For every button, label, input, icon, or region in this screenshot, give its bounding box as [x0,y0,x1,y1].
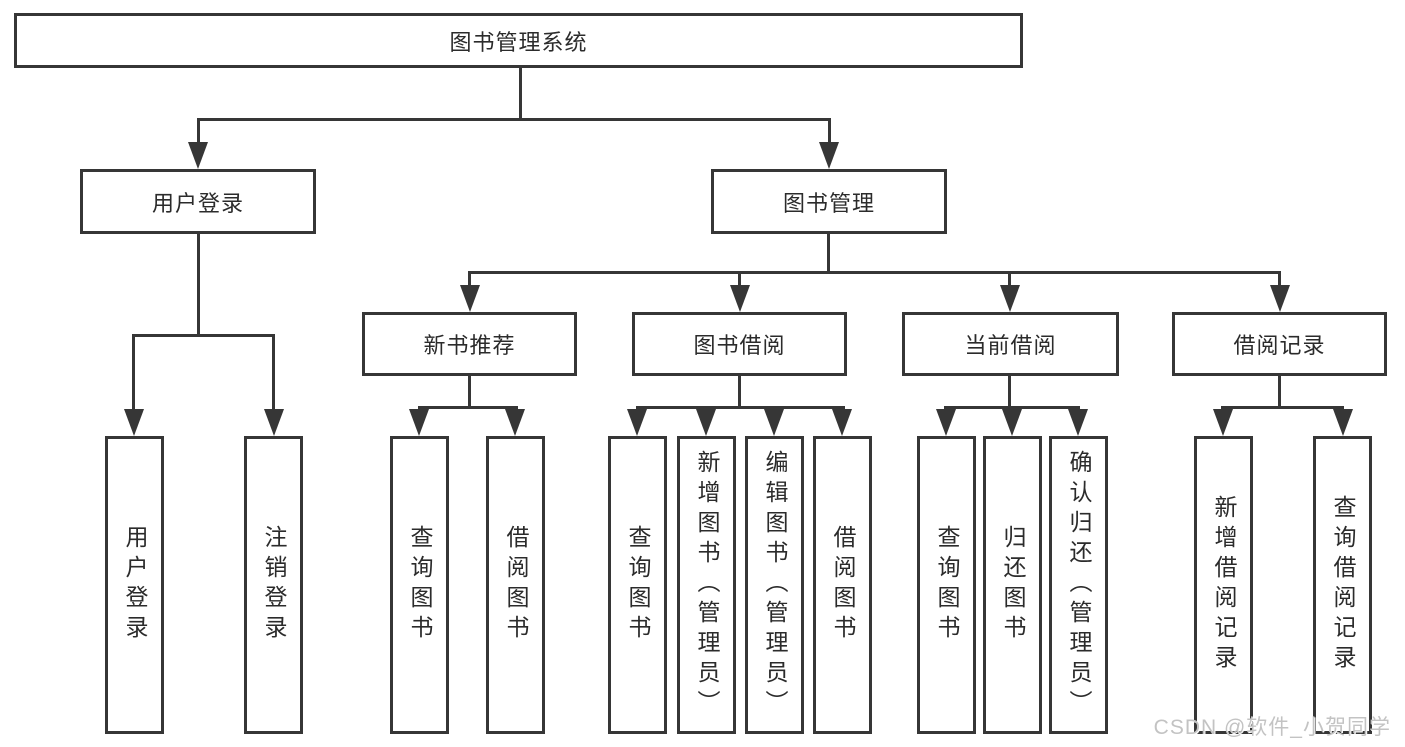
line [468,271,1281,274]
arrow-down-icon [409,409,429,436]
line [272,334,275,410]
leaf-query-books-current: 查询图书 [917,436,976,734]
arrow-down-icon [819,142,839,169]
leaf-logout: 注销登录 [244,436,303,734]
node-book-borrow-label: 图书借阅 [693,333,786,358]
line [827,234,830,274]
line [636,406,845,409]
node-user-login-label: 用户登录 [151,190,244,216]
line [197,118,831,121]
node-book-management-label: 图书管理 [782,190,875,216]
leaf-add-book-admin-label: 新增图书（管理员） [694,450,720,720]
line [1008,271,1011,289]
line [132,334,135,410]
arrow-down-icon [832,409,852,436]
leaf-borrow-books-recommend-label: 借阅图书 [503,525,529,645]
arrow-down-icon [460,285,480,312]
leaf-query-books-recommend-label: 查询图书 [407,525,433,645]
line [1278,271,1281,289]
leaf-user-login-label: 用户登录 [122,525,148,645]
node-new-book-recommend: 新书推荐 [362,312,577,376]
arrow-down-icon [1333,409,1353,436]
arrow-down-icon [1000,285,1020,312]
leaf-query-books-recommend: 查询图书 [390,436,449,734]
arrow-down-icon [505,409,525,436]
leaf-query-books-current-label: 查询图书 [934,525,960,645]
line [519,66,522,120]
arrow-down-icon [764,409,784,436]
leaf-user-login: 用户登录 [105,436,164,734]
line [468,271,471,289]
watermark: CSDN @软件_小贺同学 [1153,716,1391,739]
leaf-confirm-return-admin: 确认归还（管理员） [1049,436,1108,734]
arrow-down-icon [188,142,208,169]
arrow-down-icon [696,409,716,436]
leaf-borrow-books-label: 借阅图书 [830,525,856,645]
node-book-borrow: 图书借阅 [632,312,847,376]
arrow-down-icon [1068,409,1088,436]
node-borrow-records-label: 借阅记录 [1233,333,1326,358]
node-root-label: 图书管理系统 [449,29,588,55]
node-root: 图书管理系统 [14,13,1023,68]
line [197,234,200,337]
arrow-down-icon [1002,409,1022,436]
arrow-down-icon [264,409,284,436]
node-user-login: 用户登录 [80,169,316,234]
leaf-add-book-admin: 新增图书（管理员） [677,436,736,734]
line [1008,376,1011,409]
node-borrow-records: 借阅记录 [1172,312,1387,376]
arrow-down-icon [936,409,956,436]
leaf-add-borrow-record: 新增借阅记录 [1194,436,1253,734]
leaf-confirm-return-admin-label: 确认归还（管理员） [1066,450,1092,720]
leaf-edit-book-admin-label: 编辑图书（管理员） [762,450,788,720]
leaf-return-book-label: 归还图书 [1000,525,1026,645]
node-book-management: 图书管理 [711,169,947,234]
leaf-add-borrow-record-label: 新增借阅记录 [1211,495,1237,675]
leaf-borrow-books: 借阅图书 [813,436,872,734]
leaf-logout-label: 注销登录 [261,525,287,645]
arrow-down-icon [730,285,750,312]
leaf-query-books-borrow: 查询图书 [608,436,667,734]
arrow-down-icon [124,409,144,436]
line [1278,376,1281,409]
node-new-book-recommend-label: 新书推荐 [423,333,516,358]
leaf-borrow-books-recommend: 借阅图书 [486,436,545,734]
node-current-borrow: 当前借阅 [902,312,1119,376]
leaf-edit-book-admin: 编辑图书（管理员） [745,436,804,734]
leaf-return-book: 归还图书 [983,436,1042,734]
leaf-query-borrow-record: 查询借阅记录 [1313,436,1372,734]
line [738,376,741,409]
leaf-query-borrow-record-label: 查询借阅记录 [1330,495,1356,675]
line [738,271,741,289]
line [828,118,831,148]
arrow-down-icon [627,409,647,436]
line [132,334,275,337]
line [1221,406,1344,409]
arrow-down-icon [1213,409,1233,436]
line [468,376,471,409]
line [418,406,518,409]
line [197,118,200,148]
node-current-borrow-label: 当前借阅 [964,333,1057,358]
leaf-query-books-borrow-label: 查询图书 [625,525,651,645]
arrow-down-icon [1270,285,1290,312]
